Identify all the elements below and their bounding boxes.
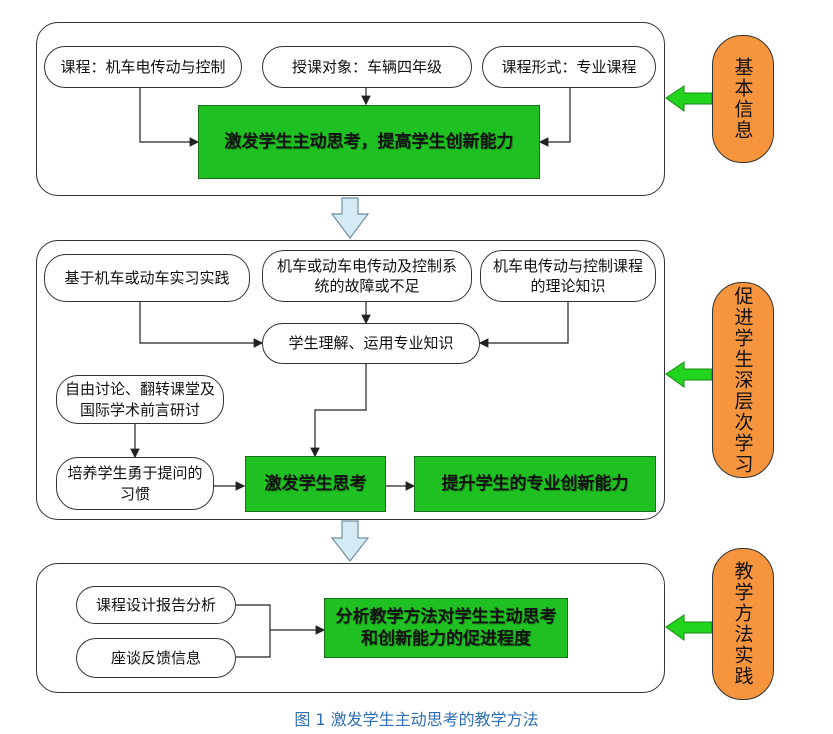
- green-arrow-3: [665, 614, 713, 641]
- down-arrow-2: [330, 520, 370, 562]
- node-form: 课程形式：专业课程: [482, 46, 656, 88]
- node-course: 课程：机车电传动与控制: [44, 46, 242, 88]
- node-apply: 学生理解、运用专业知识: [262, 323, 480, 364]
- node-analysis: 分析教学方法对学生主动思考和创新能力的促进程度: [324, 598, 568, 658]
- side-label-basic-info: 基本信息: [712, 35, 774, 163]
- node-report: 课程设计报告分析: [76, 586, 236, 624]
- green-arrow-1: [665, 85, 713, 112]
- side-label-deep-learning: 促进学生深层次学习: [712, 282, 774, 478]
- node-practice: 基于机车或动车实习实践: [44, 254, 250, 302]
- node-goal: 激发学生主动思考，提高学生创新能力: [198, 105, 540, 179]
- side-label-teaching-practice: 教学方法实践: [712, 548, 774, 700]
- node-stimulate: 激发学生思考: [245, 456, 386, 512]
- node-faults: 机车或动车电传动及控制系统的故障或不足: [262, 250, 472, 302]
- green-arrow-2: [665, 361, 713, 388]
- down-arrow-1: [330, 197, 370, 239]
- node-habit: 培养学生勇于提问的习惯: [56, 457, 214, 510]
- node-target: 授课对象：车辆四年级: [262, 46, 472, 88]
- node-improve: 提升学生的专业创新能力: [414, 456, 656, 512]
- node-theory: 机车电传动与控制课程的理论知识: [480, 250, 656, 302]
- node-discussion: 自由讨论、翻转课堂及国际学术前言研讨: [56, 375, 224, 424]
- node-feedback: 座谈反馈信息: [76, 638, 236, 678]
- figure-caption: 图 1 激发学生主动思考的教学方法: [294, 710, 539, 729]
